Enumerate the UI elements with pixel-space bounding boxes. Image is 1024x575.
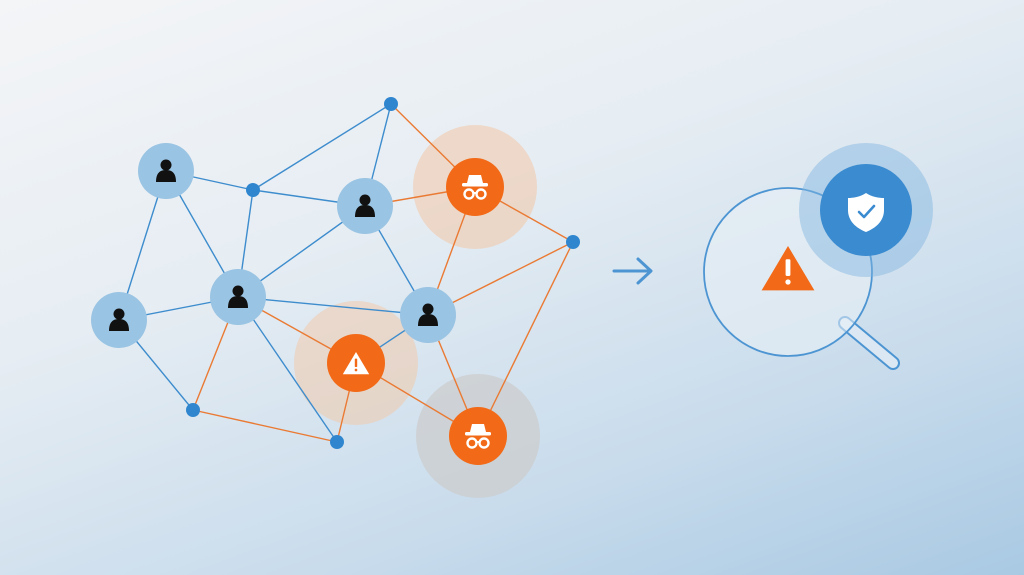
- person-icon: [109, 308, 129, 331]
- node-user-2: [337, 178, 393, 234]
- node-user-1: [138, 143, 194, 199]
- person-icon: [355, 194, 375, 217]
- link-user-3-dot-5: [237, 296, 338, 443]
- magnifier-warning-icon: [761, 246, 815, 291]
- warning-icon: [342, 352, 370, 375]
- node-dot-2: [246, 183, 260, 197]
- shield-check-icon: [799, 143, 933, 277]
- node-incognito-2: [449, 407, 507, 465]
- link-dot-1-dot-2: [252, 103, 392, 191]
- person-icon: [228, 285, 248, 308]
- node-incognito-1: [446, 158, 504, 216]
- node-user-3: [210, 269, 266, 325]
- link-user-3-user-5: [237, 296, 429, 316]
- link-dot-4-incognito-2: [477, 241, 574, 437]
- incognito-icon: [462, 175, 488, 200]
- node-dot-5: [330, 435, 344, 449]
- node-layer: [91, 97, 580, 465]
- node-user-4: [91, 292, 147, 348]
- node-dot-3: [186, 403, 200, 417]
- node-user-5: [400, 287, 456, 343]
- person-icon: [156, 159, 176, 182]
- right-arrow-icon: [612, 257, 653, 285]
- link-dot-3-dot-5: [192, 409, 338, 443]
- detection-panel: [612, 143, 933, 370]
- person-icon: [418, 303, 438, 326]
- incognito-icon: [465, 424, 491, 449]
- node-warning-node: [327, 334, 385, 392]
- node-dot-4: [566, 235, 580, 249]
- node-dot-1: [384, 97, 398, 111]
